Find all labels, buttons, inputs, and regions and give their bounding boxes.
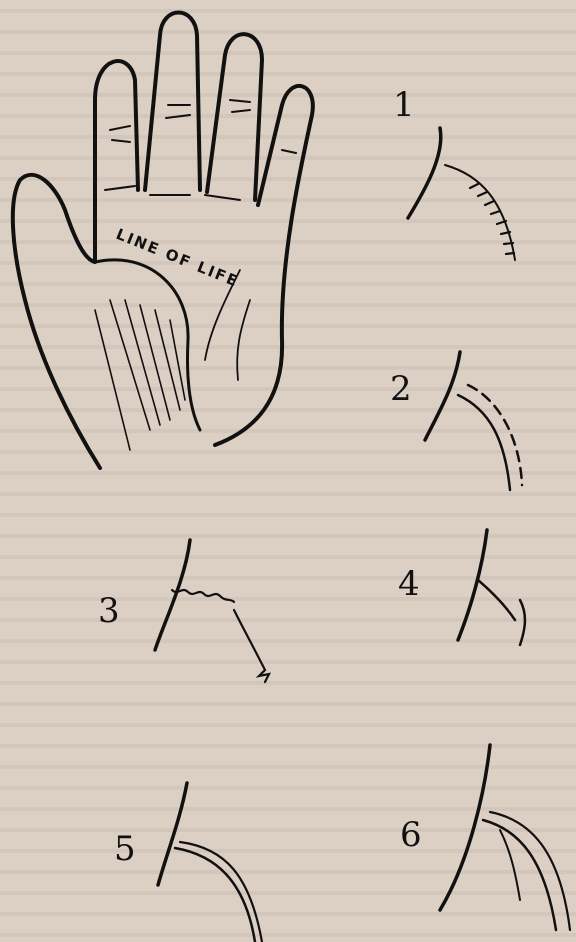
figure-number-6: 6 <box>400 818 422 852</box>
figure-number-5: 5 <box>114 832 136 866</box>
figure-number-2: 2 <box>390 372 412 406</box>
figure-number-1: 1 <box>393 88 415 122</box>
figure-number-3: 3 <box>98 594 120 628</box>
figure-number-4: 4 <box>398 567 420 601</box>
